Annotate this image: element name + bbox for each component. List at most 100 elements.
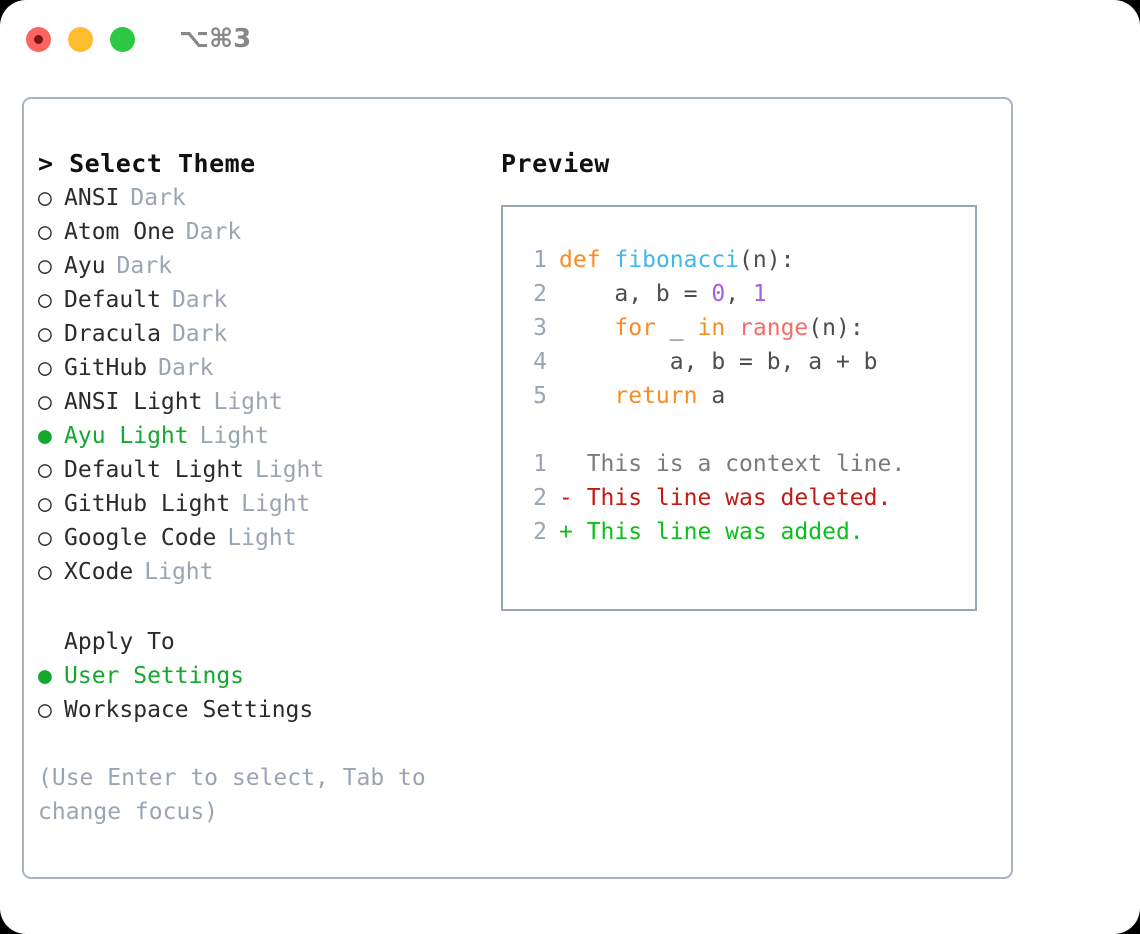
code-token: (n): bbox=[739, 247, 795, 273]
code-token: (n): bbox=[808, 315, 864, 341]
keyboard-shortcut-label: ⌥⌘3 bbox=[179, 24, 252, 54]
line-number: 2 bbox=[533, 519, 547, 545]
code-token bbox=[601, 247, 615, 273]
apply-to-list[interactable]: ●User Settings ○ Workspace Settings bbox=[38, 659, 468, 727]
minimize-button[interactable] bbox=[68, 26, 93, 52]
theme-list-item[interactable]: ○ GitHub Light Light bbox=[38, 487, 468, 521]
code-line: 2 a, b = 0, 1 bbox=[517, 277, 975, 311]
line-number: 1 bbox=[533, 451, 547, 477]
code-token: 0 bbox=[711, 281, 726, 307]
radio-unselected-icon: ○ bbox=[38, 355, 52, 381]
line-number: 3 bbox=[533, 315, 547, 341]
theme-name: Ayu Light bbox=[64, 423, 189, 449]
theme-variant-tag: Dark bbox=[171, 287, 228, 313]
radio-selected-icon: ● bbox=[38, 423, 52, 449]
code-token: for bbox=[614, 315, 656, 341]
code-token: in bbox=[697, 315, 726, 341]
code-token: def bbox=[559, 247, 601, 273]
code-diff-spacer bbox=[517, 413, 975, 447]
apply-to-section: Apply To ●User Settings ○ Workspace Settin… bbox=[38, 625, 468, 727]
diff-text: This is a context line. bbox=[559, 451, 906, 477]
theme-variant-tag: Dark bbox=[185, 219, 242, 245]
theme-variant-tag: Dark bbox=[171, 321, 228, 347]
radio-unselected-icon: ○ bbox=[38, 389, 52, 415]
code-token: a, b = bbox=[559, 281, 712, 307]
theme-name: Dracula bbox=[64, 321, 161, 347]
line-number: 4 bbox=[533, 349, 547, 375]
radio-unselected-icon: ○ bbox=[38, 321, 52, 347]
select-theme-heading: > Select Theme bbox=[38, 149, 256, 178]
apply-to-option[interactable]: ●User Settings bbox=[38, 659, 468, 693]
apply-to-label: Workspace Settings bbox=[64, 697, 314, 723]
preview-heading: Preview bbox=[501, 149, 610, 178]
theme-name: Default bbox=[64, 287, 161, 313]
radio-unselected-icon: ○ bbox=[38, 287, 52, 313]
theme-list-item[interactable]: ○ GitHub Dark bbox=[38, 351, 468, 385]
code-token: a bbox=[697, 383, 726, 409]
theme-list-item[interactable]: ○ Atom One Dark bbox=[38, 215, 468, 249]
radio-unselected-icon: ○ bbox=[38, 185, 52, 211]
close-button[interactable] bbox=[26, 26, 51, 52]
keyboard-hint-text: (Use Enter to select, Tab to change focu… bbox=[38, 765, 440, 825]
code-text: a, b = 0, 1 bbox=[559, 277, 767, 311]
recording-indicator-icon bbox=[34, 34, 43, 44]
code-token: 1 bbox=[752, 281, 767, 307]
diff-line: 2- This line was deleted. bbox=[517, 481, 975, 515]
diff-preview: 1 This is a context line.2- This line wa… bbox=[517, 447, 975, 549]
theme-list-item[interactable]: ○ Ayu Dark bbox=[38, 249, 468, 283]
theme-variant-tag: Dark bbox=[158, 355, 214, 381]
theme-list-item[interactable]: ○ Dracula Dark bbox=[38, 317, 468, 351]
apply-to-option[interactable]: ○ Workspace Settings bbox=[38, 693, 468, 727]
radio-selected-icon: ● bbox=[38, 663, 52, 689]
window-titlebar: ⌥⌘3 bbox=[0, 0, 1140, 78]
code-line: 3 for _ in range(n): bbox=[517, 311, 975, 345]
theme-name: GitHub Light bbox=[64, 491, 231, 517]
diff-text: + This line was added. bbox=[559, 519, 864, 545]
code-token: a, b = b, a + b bbox=[559, 349, 878, 375]
theme-variant-tag: Light bbox=[241, 491, 311, 517]
diff-line: 1 This is a context line. bbox=[517, 447, 975, 481]
diff-text: - This line was deleted. bbox=[559, 485, 892, 511]
theme-variant-tag: Dark bbox=[116, 253, 172, 279]
code-text: for _ in range(n): bbox=[559, 311, 864, 345]
code-token: _ bbox=[655, 315, 698, 341]
theme-name: ANSI bbox=[64, 185, 120, 211]
line-number: 5 bbox=[533, 383, 547, 409]
code-token bbox=[559, 383, 614, 409]
code-token bbox=[725, 315, 739, 341]
radio-unselected-icon: ○ bbox=[38, 525, 52, 551]
apply-to-heading: Apply To bbox=[64, 629, 175, 655]
theme-name: Ayu bbox=[64, 253, 106, 279]
maximize-button[interactable] bbox=[110, 26, 135, 52]
line-number: 1 bbox=[533, 247, 547, 273]
theme-name: Default Light bbox=[64, 457, 245, 483]
theme-name: GitHub bbox=[64, 355, 148, 381]
code-token: , bbox=[725, 281, 753, 307]
code-token: range bbox=[739, 315, 809, 341]
radio-unselected-icon: ○ bbox=[38, 559, 52, 585]
radio-unselected-icon: ○ bbox=[38, 697, 52, 723]
theme-variant-tag: Light bbox=[213, 389, 283, 415]
theme-list-item[interactable]: ● Ayu Light Light bbox=[38, 419, 468, 453]
theme-list-item[interactable]: ○ Default Dark bbox=[38, 283, 468, 317]
theme-variant-tag: Light bbox=[199, 423, 269, 449]
theme-name: Atom One bbox=[64, 219, 175, 245]
radio-unselected-icon: ○ bbox=[38, 219, 52, 245]
line-number: 2 bbox=[533, 281, 547, 307]
theme-variant-tag: Light bbox=[144, 559, 214, 585]
radio-unselected-icon: ○ bbox=[38, 491, 52, 517]
code-token: return bbox=[614, 383, 698, 409]
code-line: 5 return a bbox=[517, 379, 975, 413]
radio-unselected-icon: ○ bbox=[38, 253, 52, 279]
